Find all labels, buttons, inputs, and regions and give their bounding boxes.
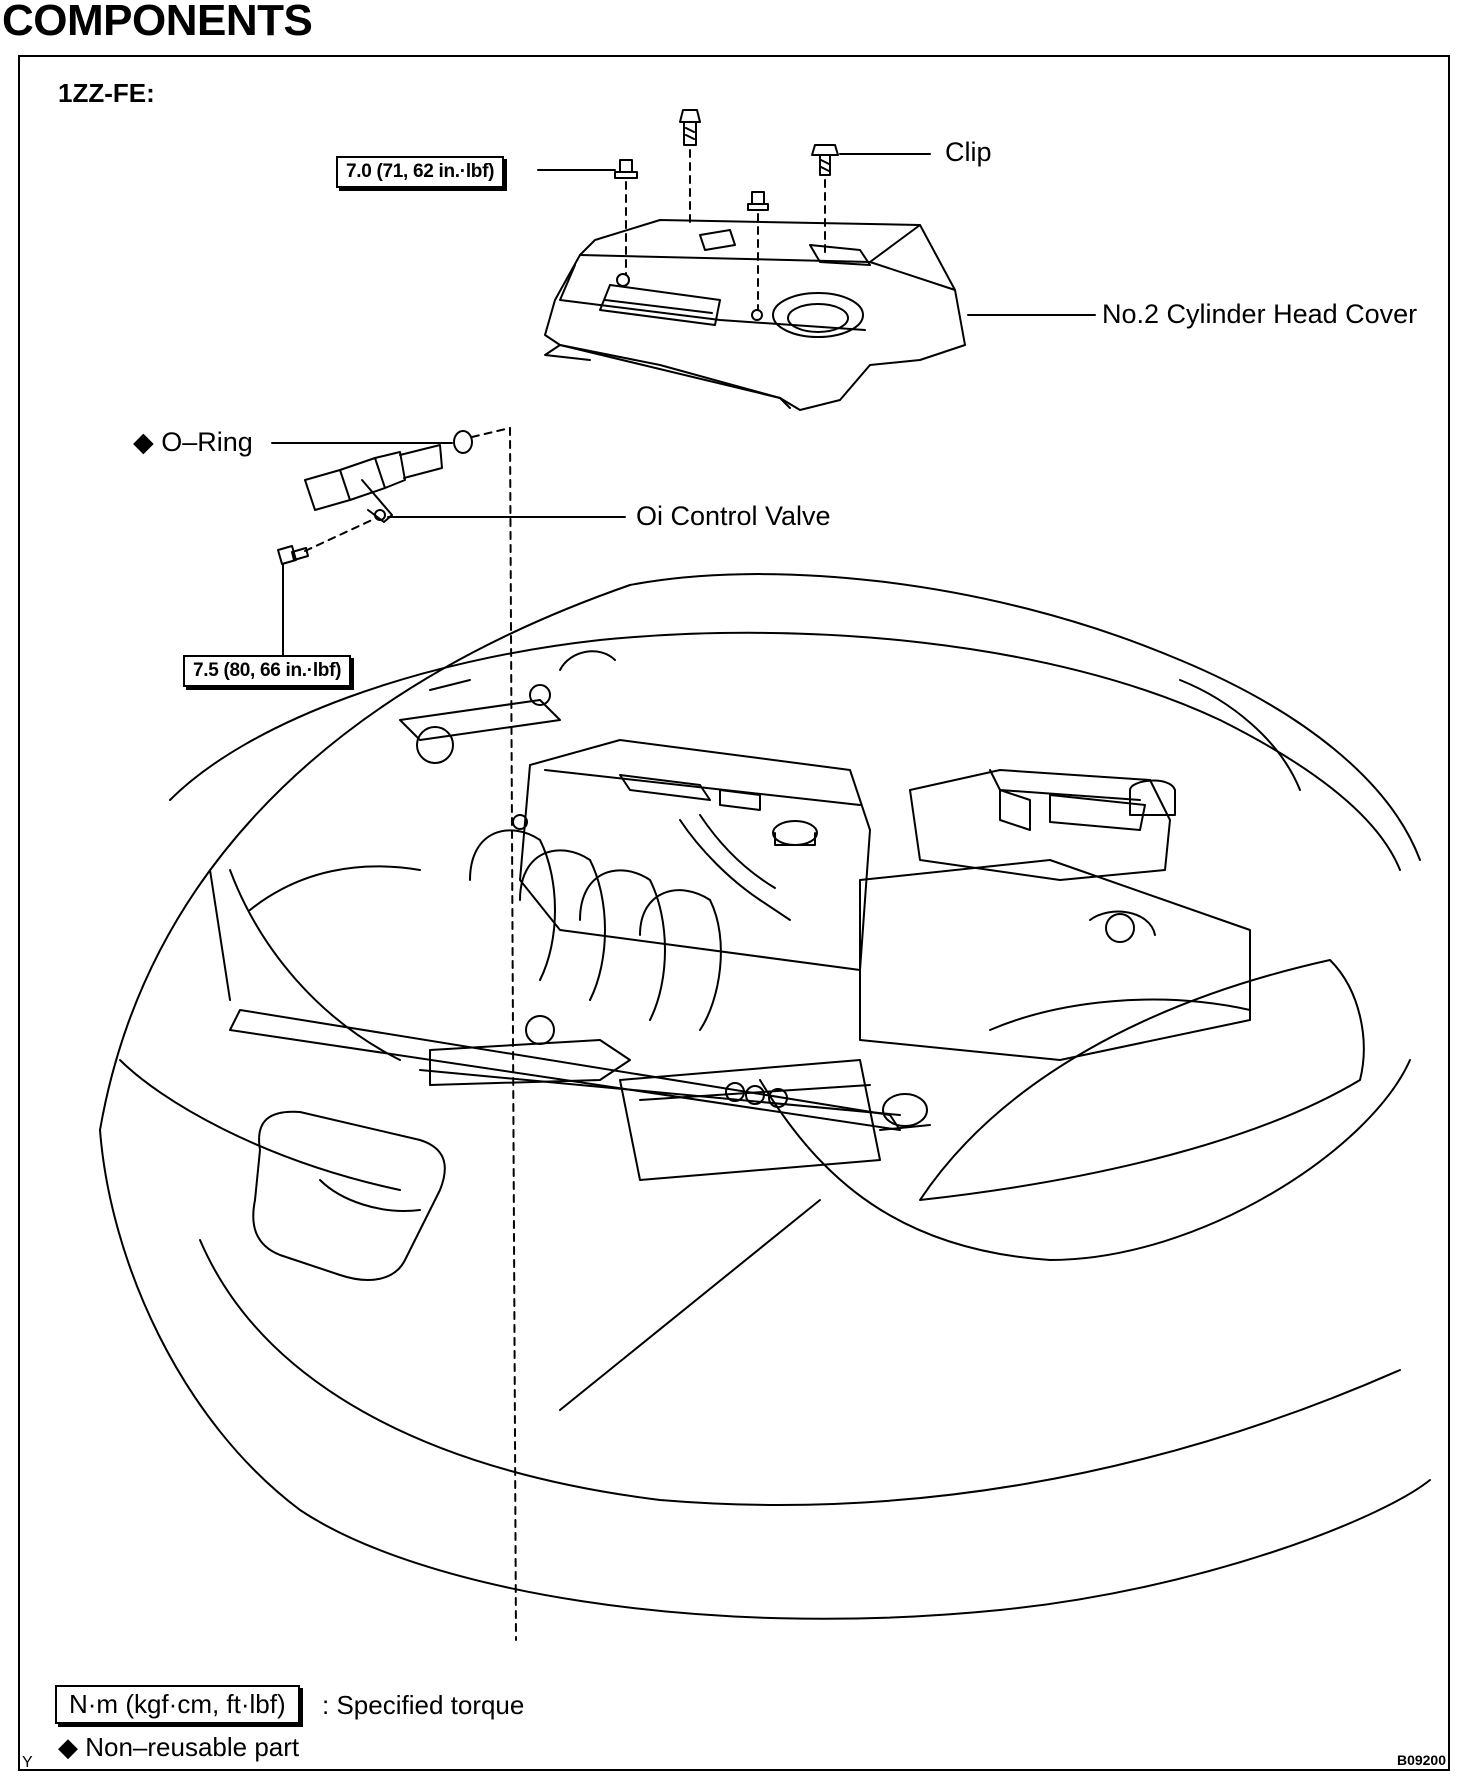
legend-non-reusable: ◆ Non–reusable part <box>58 1732 300 1762</box>
torque-spec-valve-bolt: 7.5 (80, 66 in.·lbf) <box>183 655 352 687</box>
legend-torque-description: : Specified torque <box>322 1690 525 1720</box>
corner-mark: Y <box>22 1754 33 1771</box>
diagram-frame <box>18 55 1450 1771</box>
engine-code-label: 1ZZ-FE: <box>58 78 155 108</box>
torque-spec-cover-nut: 7.0 (71, 62 in.·lbf) <box>336 156 505 188</box>
label-o-ring: ◆ O–Ring <box>133 427 253 457</box>
engine-bay-components <box>209 650 1301 1181</box>
leader-lines <box>271 153 1096 656</box>
cover-fasteners <box>614 109 839 211</box>
legend-torque-unit-box: N·m (kgf·cm, ft·lbf) <box>55 1685 300 1724</box>
vehicle-front-outline <box>99 573 1431 1620</box>
oil-control-valve-part <box>304 430 473 523</box>
cylinder-head-cover-part <box>544 219 966 411</box>
valve-bolt-part <box>277 545 309 565</box>
figure-code: B09200 <box>1396 1752 1446 1768</box>
label-oil-control-valve: Oi Control Valve <box>636 501 831 531</box>
label-no2-cylinder-head-cover: No.2 Cylinder Head Cover <box>1102 299 1418 329</box>
label-clip: Clip <box>945 137 992 167</box>
page-title: COMPONENTS <box>2 0 313 45</box>
